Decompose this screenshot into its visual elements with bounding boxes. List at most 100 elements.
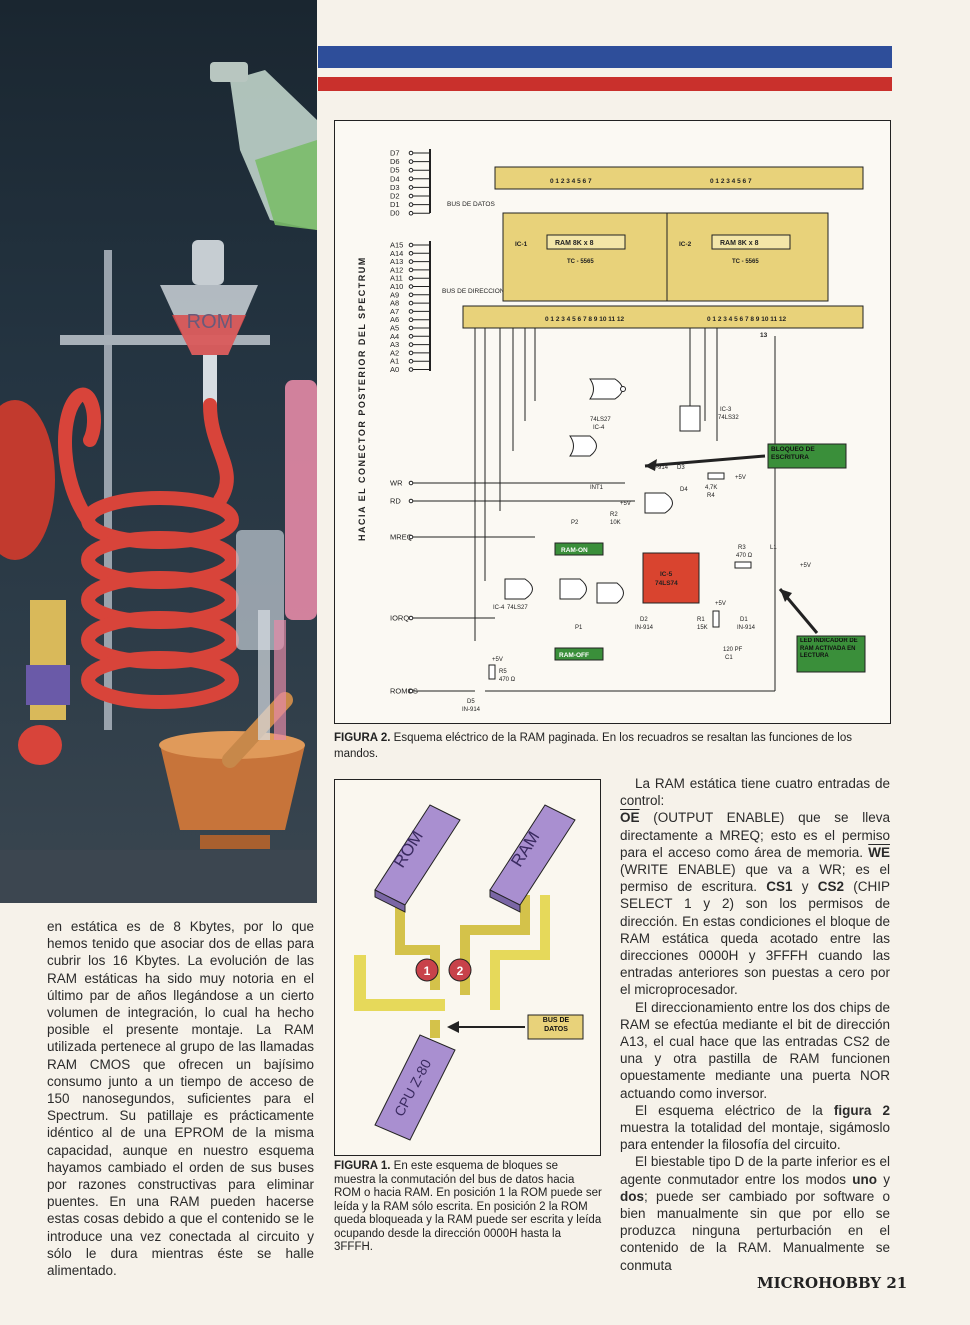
pin-terminal [408,300,414,306]
pin-addr-10: A5 [390,324,399,333]
block-diagram: ROM RAM 1 2 CPU Z-80 BUS DE DATOS [354,804,584,1141]
page-footer: MICROHOBBY 21 [757,1274,907,1292]
pin-ctrl-1: RD [390,497,401,506]
r1-value: 15K [697,625,708,631]
data-bus-bits-1: 0 1 2 3 4 5 6 7 [550,178,592,185]
pin-addr-13: A2 [390,348,399,357]
ram-chip-area [502,212,829,302]
ic5-part: 74LS74 [655,580,678,587]
pin-terminal [408,317,414,322]
data-bus-bits-2: 0 1 2 3 4 5 6 7 [710,178,752,185]
right-column: La RAM estática tiene cuatro entradas de… [620,775,890,1274]
bus-datos-label: BUS DE DATOS [447,201,495,208]
figure-1-caption-label: FIGURA 1. [334,1160,391,1172]
header-stripe-red [318,77,892,91]
r2-label: R2 [610,512,618,518]
figure-1-block-diagram: ROM RAM 1 2 CPU Z-80 BUS DE DATOS [334,779,601,1156]
right-paragraph-4: El esquema eléctrico de la figura 2 mues… [620,1102,890,1153]
flask-label: ROM [187,311,234,333]
chip1-name: RAM 8K x 8 [555,240,594,247]
pin-terminal [408,251,414,256]
page-number: 21 [886,1274,908,1292]
mode-dos: dos [620,1188,645,1204]
pin-terminal [408,267,414,273]
ic4-bottom: IC-4 [493,605,505,611]
c1-value: 120 PF [723,647,743,653]
data-bus-bar [494,166,864,190]
ram-on-button [554,542,604,556]
vcc-5: +5V [492,657,503,663]
pin-addr-14: A1 [390,357,399,366]
pin-terminal [408,159,414,164]
pin-terminal [408,284,414,289]
pin-terminal [408,334,414,339]
pin-terminal [408,176,414,182]
right-paragraph-3: El direccionamiento entre los dos chips … [620,999,890,1101]
circuit-diagram: HACIA EL CONECTOR POSTERIOR DEL SPECTRUM… [357,149,866,713]
right-paragraph-1: La RAM estática tiene cuatro entradas de… [620,776,890,809]
l1-label: L1 [770,545,777,551]
address-bus-bar [462,305,864,329]
pin-terminal [408,185,414,190]
d2-label: D2 [640,617,648,623]
pin-terminal [408,498,414,504]
bus-datos-box [527,1014,584,1040]
bloqueo-box [767,443,847,469]
ic3-label: IC-3 [720,407,732,413]
cpu-block [374,1034,456,1141]
pin-data-0: D7 [390,149,400,158]
pin-ctrl-2: MREQ [390,533,413,542]
pin-data-3: D4 [390,174,400,183]
ram-on-label: RAM-ON [561,547,588,554]
figure-2-caption: FIGURA 2. Esquema eléctrico de la RAM pa… [334,730,894,762]
gate-74ls27-bottom: 74LS27 [507,605,528,611]
pin-terminal [408,292,414,298]
figure-1-caption: FIGURA 1. En este esquema de bloques se … [334,1160,602,1255]
pin-addr-6: A9 [390,290,399,299]
vcc-2: +5V [620,501,631,507]
side-label: HACIA EL CONECTOR POSTERIOR DEL SPECTRUM [357,256,367,541]
r4-value: 4,7K [705,485,717,491]
pin-data-7: D0 [390,209,400,218]
position-2-marker [448,958,472,982]
d3-label: D3 [677,465,685,471]
chip1-part: TC - 5565 [567,259,594,265]
pin-addr-7: A8 [390,299,399,308]
pin-addr-9: A6 [390,315,399,324]
pin-addr-8: A7 [390,307,399,316]
pin-addr-4: A11 [390,274,403,283]
figura-2-ref: figura 2 [833,1102,890,1118]
pin-terminal [408,309,414,314]
vcc-3: +5V [800,563,811,569]
header-stripe-blue [318,46,892,68]
d5-label: D5 [467,699,475,705]
bloqueo-text: BLOQUEO DE ESCRITURA [771,446,815,461]
pin-addr-11: A4 [390,332,399,341]
pin-ctrl-3: IORQ [390,614,409,623]
r5-value: 470 Ω [499,677,516,683]
led-box [796,635,866,673]
pin-terminal [408,342,414,347]
magazine-name: MICROHOBBY [757,1274,882,1292]
position-1-marker [415,958,439,982]
right-paragraph-2: OE (OUTPUT ENABLE) que se lleva directam… [620,810,890,998]
left-column-text: en estática es de 8 Kbytes, por lo que h… [47,919,314,1279]
pin-data-6: D1 [390,200,400,209]
pin-terminal [408,358,414,364]
pin-terminal [408,193,414,199]
pin-addr-2: A13 [390,257,403,266]
p2-label: P2 [571,520,579,526]
bit13-label: 13 [760,332,768,339]
pin-terminal [408,325,414,331]
ram-off-button [554,647,604,661]
figure-2-caption-label: FIGURA 2. [334,732,391,744]
r5-label: R5 [499,669,507,675]
pin-terminal [408,259,414,264]
pin-addr-5: A10 [390,282,403,291]
led-text: LED INDICADOR DE RAM ACTIVADA EN LECTURA [800,638,858,659]
mode-uno: uno [852,1171,878,1187]
pin-terminal [408,275,414,281]
d4-label: D4 [680,487,688,493]
rom-block [374,804,461,906]
addr-bus-bits-1: 0 1 2 3 4 5 6 7 8 9 10 11 12 [545,316,625,323]
